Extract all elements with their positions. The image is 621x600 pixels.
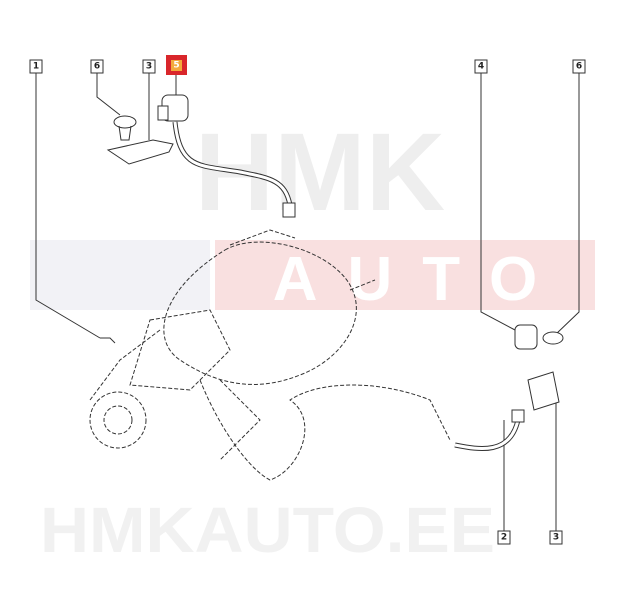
callout-6-right[interactable]: 6 — [572, 59, 586, 74]
bracket-part — [106, 139, 174, 165]
watermark-site: HMKAUTO.EE — [40, 494, 495, 566]
callout-6-left[interactable]: 6 — [90, 59, 104, 74]
parts — [89, 94, 564, 481]
bracket-1 — [100, 337, 116, 344]
svg-text:2: 2 — [501, 533, 507, 543]
watermark-flag — [30, 240, 210, 310]
differential-housing — [89, 229, 451, 481]
svg-text:6: 6 — [576, 62, 582, 72]
callout-3-left[interactable]: 3 — [142, 59, 156, 74]
hose-right — [454, 419, 521, 451]
clip-right — [542, 331, 564, 345]
callout-1[interactable]: 1 — [29, 59, 43, 74]
callout-4[interactable]: 4 — [474, 59, 488, 74]
svg-text:4: 4 — [478, 62, 484, 72]
watermark-logo-sub: AUTO — [273, 245, 568, 314]
callout-3-right[interactable]: 3 — [549, 530, 563, 545]
svg-text:6: 6 — [94, 62, 100, 72]
svg-text:5: 5 — [173, 61, 179, 71]
watermark-red-band — [215, 240, 595, 310]
svg-text:3: 3 — [146, 62, 152, 72]
leader-lines — [35, 73, 580, 531]
callout-5-highlighted[interactable]: 5 — [166, 55, 187, 75]
watermark: HMK AUTO HMKAUTO.EE — [30, 111, 595, 566]
callout-2[interactable]: 2 — [497, 530, 511, 545]
bracket-right — [527, 371, 560, 411]
sensor-right — [514, 324, 538, 350]
clip-stem — [118, 125, 132, 141]
svg-text:3: 3 — [553, 533, 559, 543]
svg-text:1: 1 — [33, 62, 39, 72]
clip-part — [113, 115, 137, 129]
